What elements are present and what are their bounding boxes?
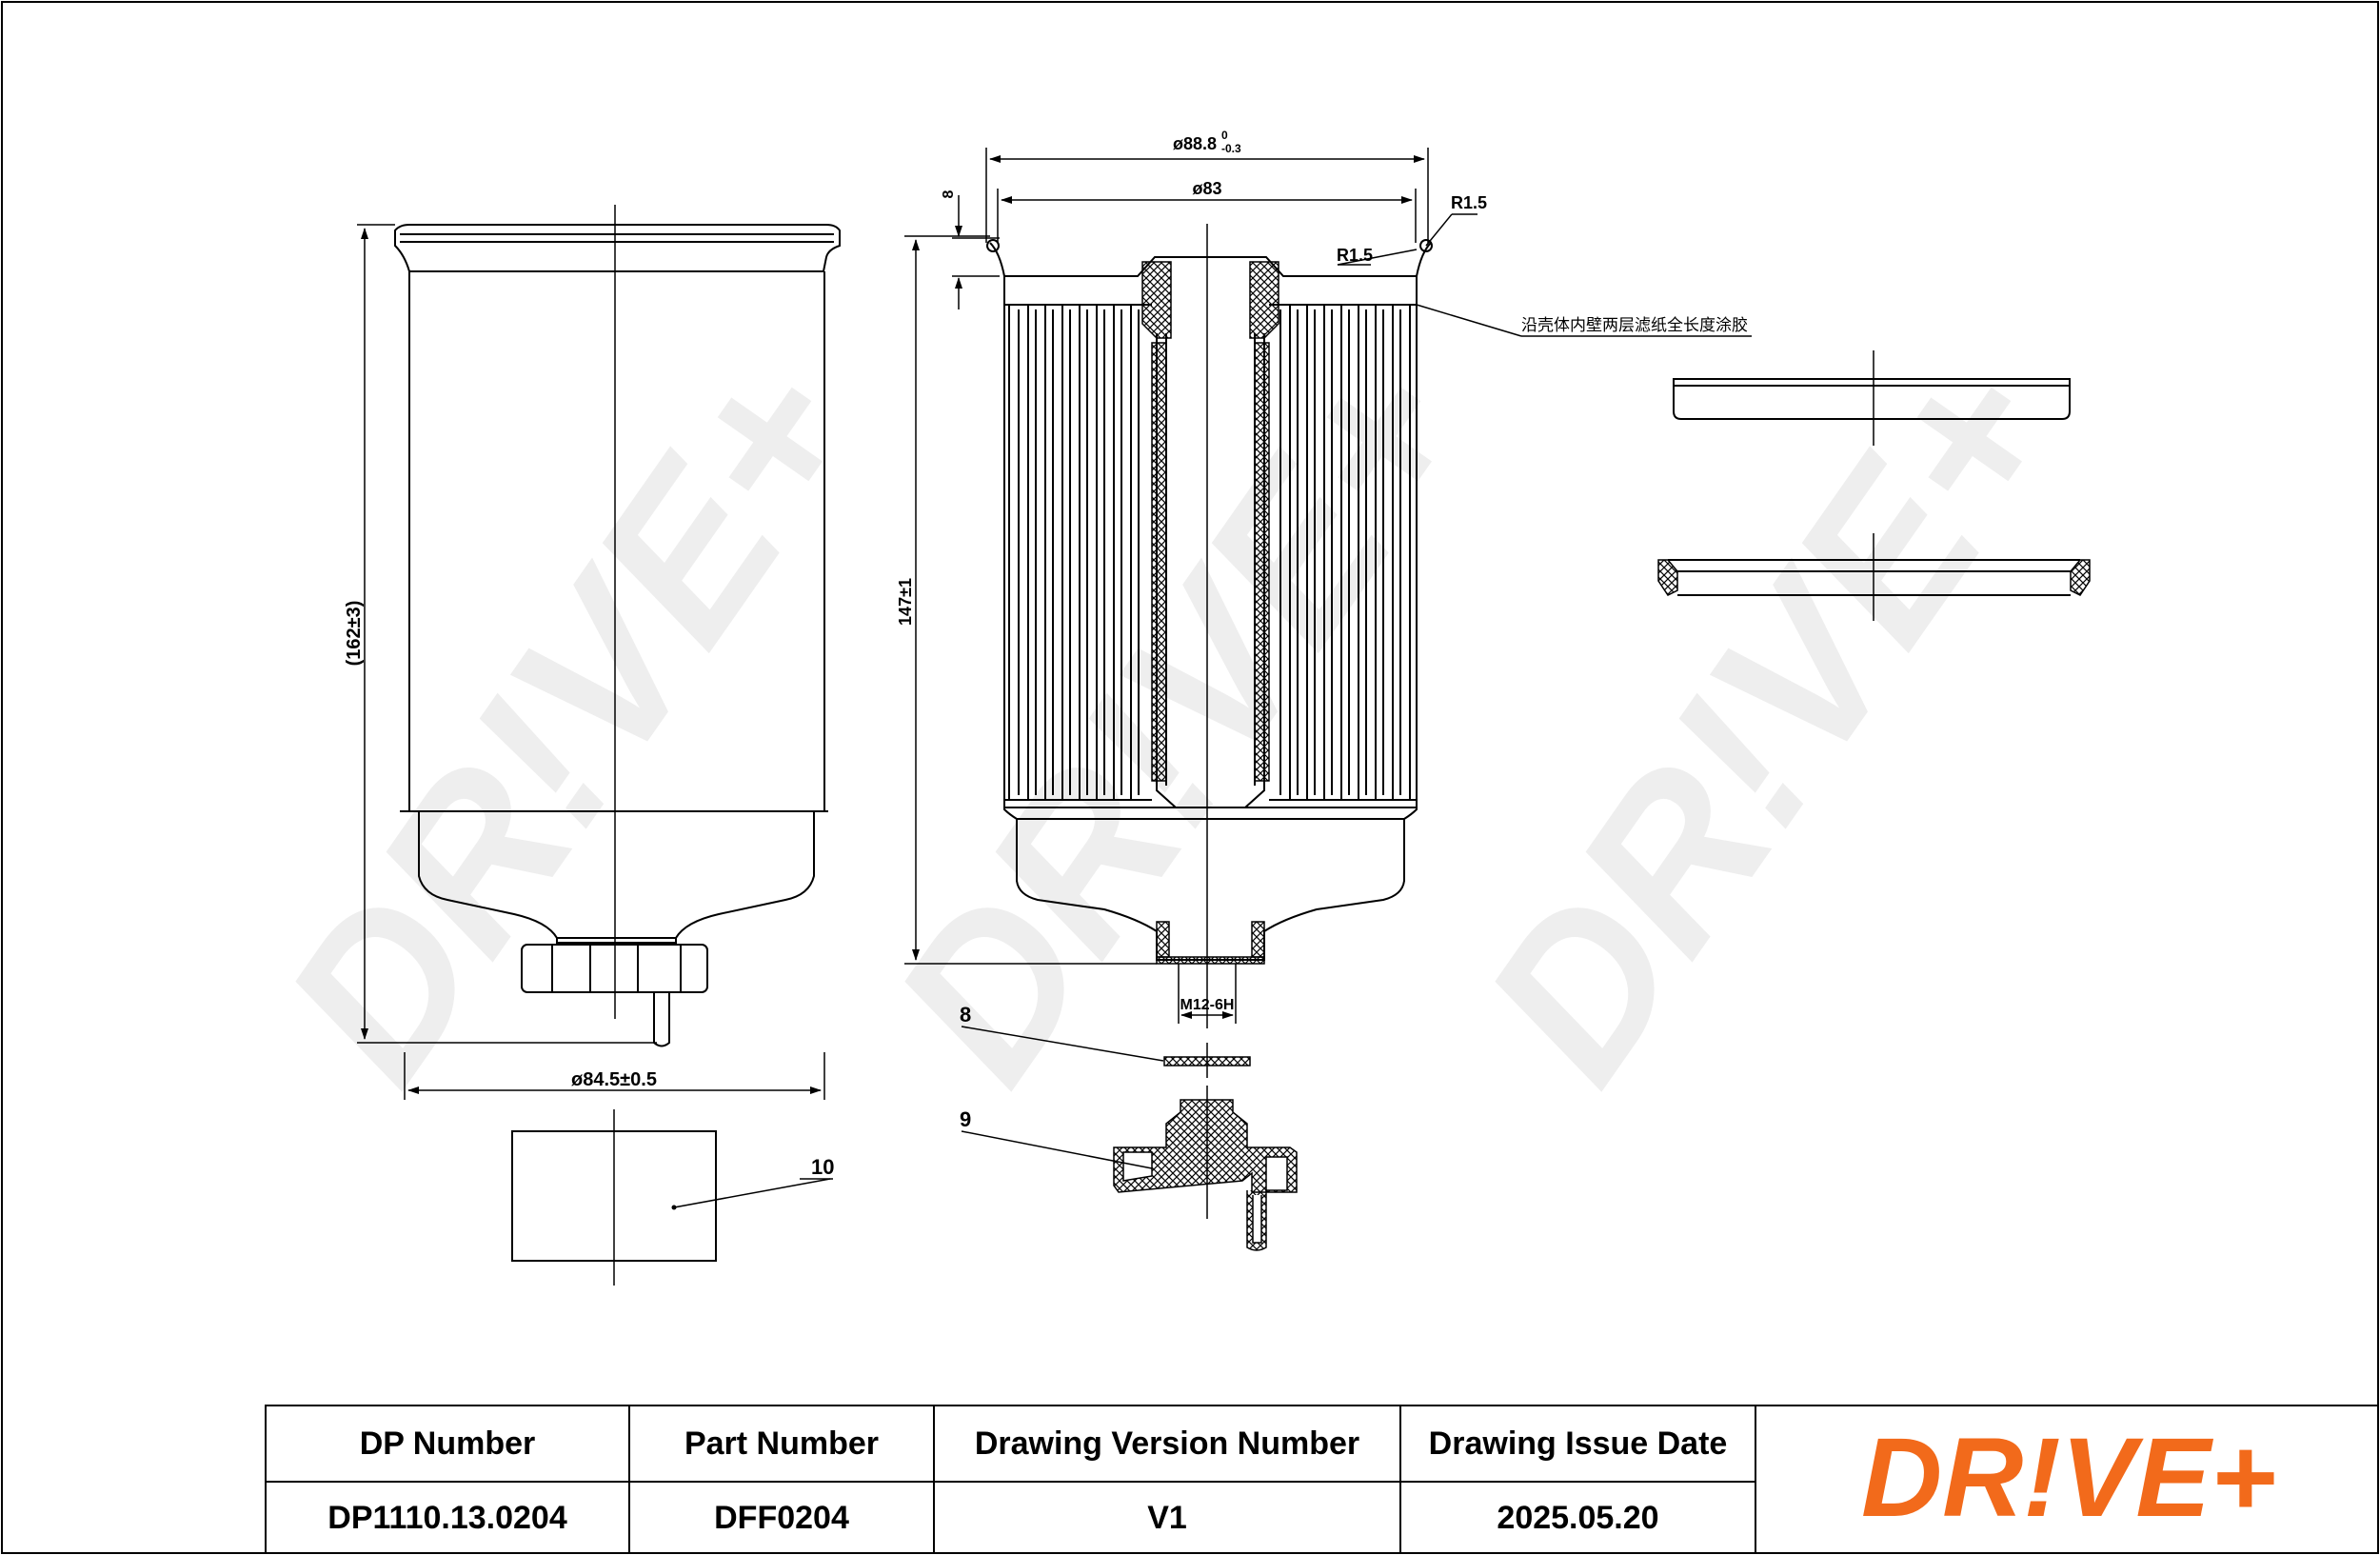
issue-date-value: 2025.05.20	[1401, 1483, 1756, 1554]
watermark-1: DR!VE+	[238, 318, 902, 1122]
drive-plus-logo: DR!VE+	[1860, 1428, 2275, 1533]
callout-8-leader	[961, 1026, 1164, 1062]
callout-9-leader	[961, 1130, 1153, 1169]
callout-9: 9	[960, 1107, 971, 1131]
dim-body-diameter	[404, 1052, 825, 1100]
dim-element-height-label: 147±1	[896, 578, 915, 626]
dim-outer-diameter-tol-upper: 0	[1221, 129, 1228, 142]
version-header: Drawing Version Number	[935, 1406, 1401, 1483]
part-number-header: Part Number	[630, 1406, 935, 1483]
element-seals-hatched	[1141, 261, 1279, 965]
dim-flange-height-label: 8	[941, 189, 957, 198]
watermark-3: DR!VE+	[1438, 318, 2102, 1122]
dim-total-height-label: (162±3)	[344, 601, 365, 667]
gasket-top-view	[1673, 378, 2071, 420]
version-value: V1	[935, 1483, 1401, 1554]
dim-thread-label: M12-6H	[1180, 997, 1235, 1013]
watermark-logos: DR!VE+ DR!VE+ DR!VE+	[238, 318, 2102, 1122]
part-9-drain-plug	[1113, 1099, 1298, 1251]
radius-right-leader	[1425, 213, 1453, 247]
dim-total-height	[357, 224, 657, 1044]
callout-10: 10	[811, 1155, 834, 1179]
brand-logo: DR!VE+	[1756, 1406, 2380, 1554]
dim-radius-right-label: R1.5	[1451, 193, 1487, 212]
callout-10-leader	[673, 1178, 831, 1208]
dim-outer-diameter-tol-lower: -0.3	[1221, 142, 1241, 155]
dim-body-diameter-label: ø84.5±0.5	[571, 1069, 657, 1090]
title-block: DP Number Part Number Drawing Version Nu…	[265, 1405, 2380, 1554]
dim-radius-left-label: R1.5	[1337, 246, 1373, 265]
dim-top-diameters	[985, 148, 1429, 243]
radius-left-leader	[1337, 249, 1418, 266]
dim-flange-height	[952, 195, 1000, 309]
callout-8: 8	[960, 1003, 971, 1027]
issue-date-header: Drawing Issue Date	[1401, 1406, 1756, 1483]
dp-number-header: DP Number	[267, 1406, 630, 1483]
dim-outer-diameter-label: ø88.8	[1173, 134, 1217, 153]
coating-note: 沿壳体内壁两层滤纸全长度涂胶	[1521, 316, 1748, 335]
dim-element-height	[904, 235, 1157, 965]
coating-note-leader	[1416, 304, 1522, 337]
dp-number-value: DP1110.13.0204	[267, 1483, 630, 1554]
dim-inner-diameter-label: ø83	[1192, 179, 1221, 198]
part-number-value: DFF0204	[630, 1483, 935, 1554]
logo-text: DR!VE+	[1860, 1428, 2275, 1533]
dim-thread	[1178, 964, 1237, 1024]
